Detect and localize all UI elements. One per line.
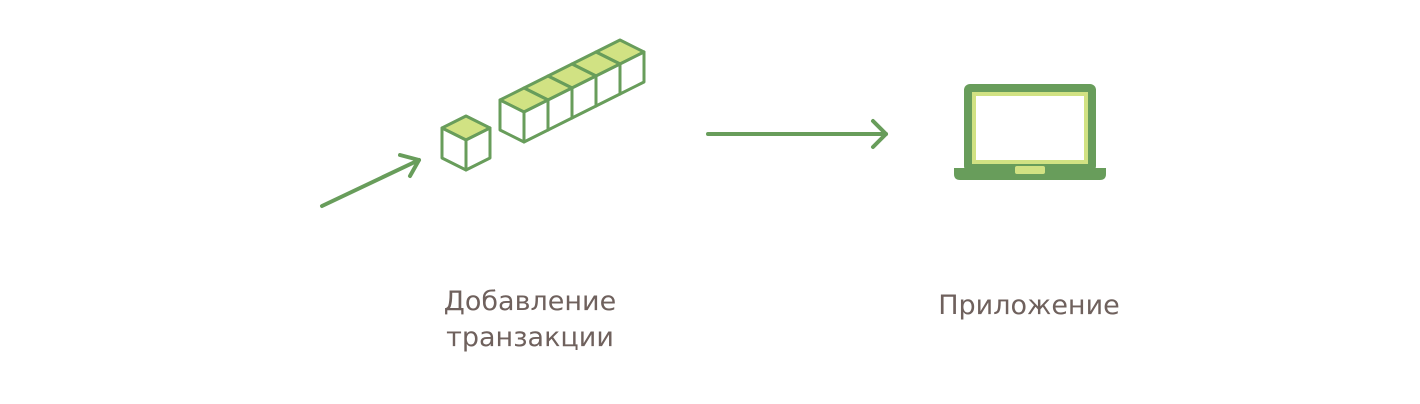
flow-arrow-icon [706,119,888,149]
add-transaction-label-line2: транзакции [446,322,614,353]
incoming-arrow-icon [320,153,421,208]
cube-queue-icon [498,38,646,144]
laptop-icon [954,84,1106,180]
application-label: Приложение [938,290,1120,321]
single-cube-icon [440,114,492,172]
add-transaction-label: Добавление транзакции [400,284,660,356]
queue-cube-1 [498,86,550,144]
add-transaction-label-line1: Добавление [443,286,617,317]
